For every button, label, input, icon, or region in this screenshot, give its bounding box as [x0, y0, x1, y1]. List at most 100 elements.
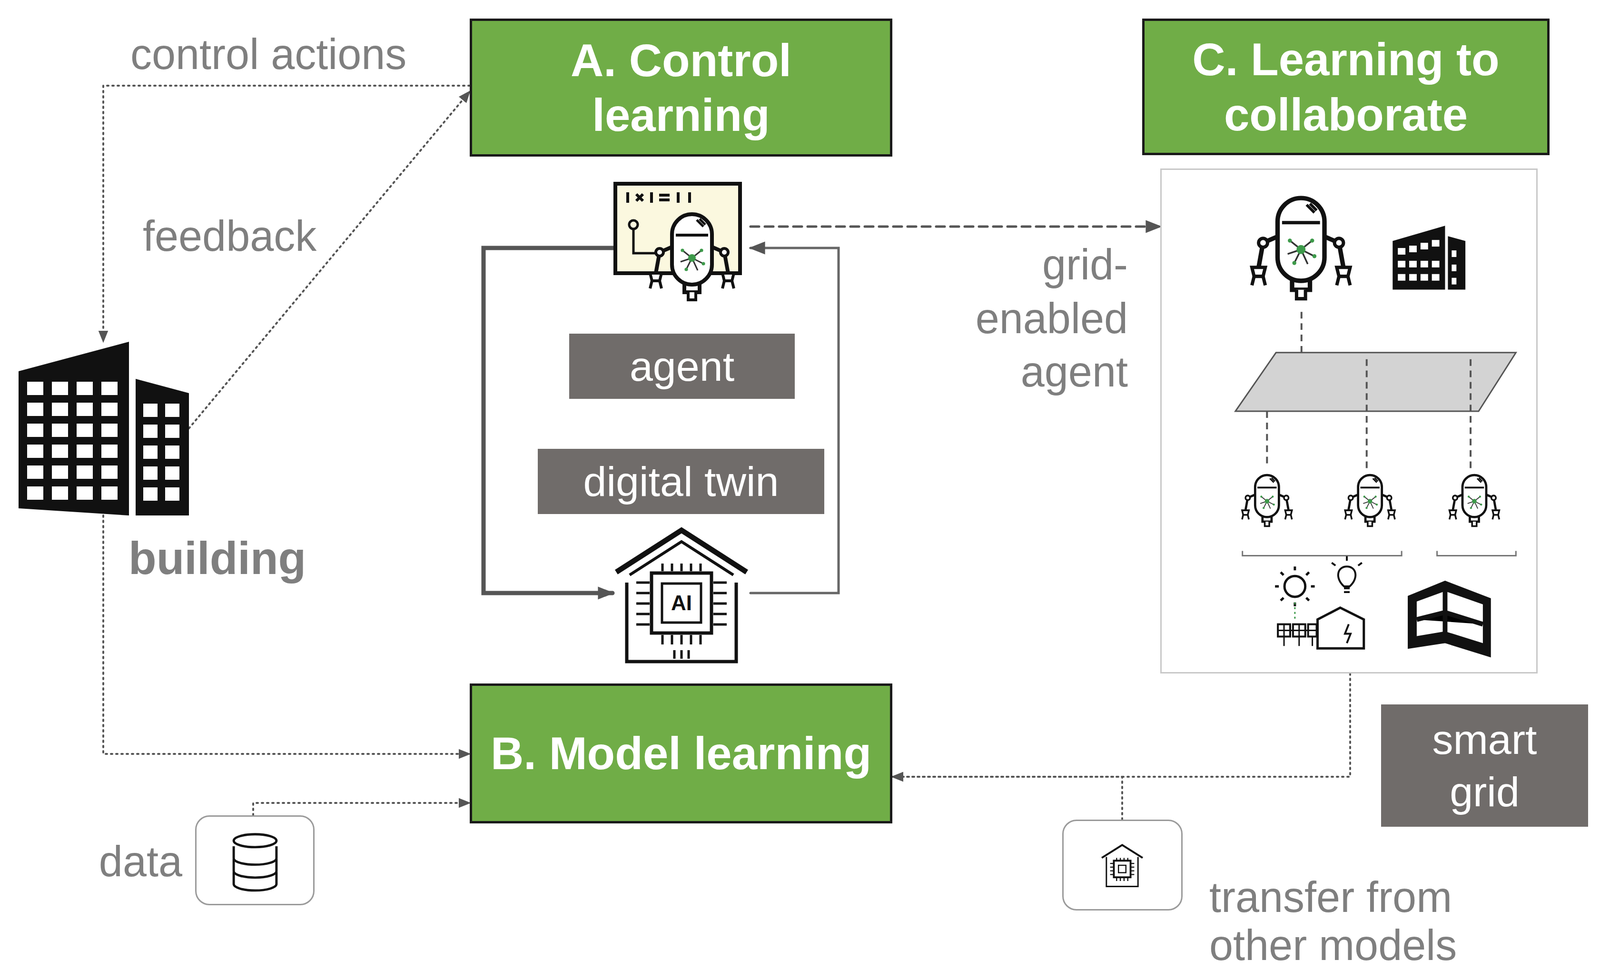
drawing-part [51, 444, 69, 458]
drawing-part [165, 445, 180, 459]
drawing-part [651, 572, 712, 633]
node-label: digital twin [537, 448, 825, 514]
drawing-part [1420, 274, 1429, 281]
drawing-part [1451, 277, 1457, 285]
drawing-part [143, 424, 158, 438]
drawing-part [1293, 602, 1296, 620]
drawing-part [1274, 566, 1315, 607]
drawing-part [165, 487, 180, 501]
drawing-part [1397, 260, 1406, 268]
drawing-part [51, 381, 69, 396]
node-label: C. Learning to collaborate [1144, 31, 1548, 142]
drawing-part [633, 228, 656, 254]
node-illustration [18, 341, 189, 516]
drawing-part [661, 583, 702, 623]
building-icon-node: building [18, 341, 189, 516]
drawing-part [27, 465, 44, 479]
drawing-part [1432, 274, 1440, 281]
node-label: B. Model learning [481, 725, 881, 781]
agent-node: agent [613, 181, 751, 315]
drawing-part [1252, 197, 1351, 299]
drawing-part [1338, 566, 1356, 587]
drawing-part [650, 214, 734, 300]
drawing-part [27, 381, 44, 396]
drawing-part [1344, 474, 1395, 526]
drawing-part [1432, 260, 1440, 268]
node-label: data [77, 816, 183, 907]
node-label: agent [569, 333, 795, 399]
process-box: C. Learning to collaborate [1142, 18, 1550, 156]
node-illustration [613, 181, 751, 315]
connector [103, 515, 470, 754]
drawing-part [1451, 250, 1457, 257]
drawing-part [1397, 274, 1406, 281]
drawing-part [51, 402, 69, 416]
node-label: smart grid [1381, 704, 1589, 827]
drawing-part [101, 381, 118, 396]
drawing-part [165, 403, 180, 417]
drawing-part [1432, 239, 1440, 247]
drawing-part [1317, 607, 1364, 649]
drawing-part [1420, 260, 1429, 268]
drawing-part [627, 192, 690, 203]
node-label: A. Control learning [472, 32, 890, 143]
drawing-part [233, 834, 277, 848]
drawing-part [1397, 247, 1406, 255]
drawing-part [101, 444, 118, 458]
node-illustration [196, 816, 314, 904]
drawing-part [1343, 588, 1350, 593]
drawing-part [1447, 236, 1466, 290]
drawing-part [1101, 844, 1143, 887]
chip-label: AI [661, 583, 702, 623]
drawing-part [1416, 591, 1483, 643]
drawing-part [51, 423, 69, 437]
drawing-part [101, 423, 118, 437]
drawing-part [1420, 242, 1429, 250]
drawing-part [27, 486, 44, 500]
drawing-part [1409, 245, 1417, 253]
drawing-part [51, 486, 69, 500]
drawing-part [1284, 575, 1306, 597]
drawing-part [165, 466, 180, 480]
node-label: building [128, 529, 376, 587]
edge-label: feedback [142, 209, 343, 264]
drawing-part [1277, 624, 1317, 647]
drawing-part [135, 378, 189, 516]
node-label: transfer from other models [1209, 873, 1514, 970]
drawing-part [76, 423, 93, 437]
drawing-part [1331, 555, 1363, 566]
process-box: B. Model learning [469, 683, 893, 824]
drawing-part [1397, 239, 1457, 285]
drawing-part [76, 465, 93, 479]
drawing-part [101, 486, 118, 500]
drawing-part [233, 834, 277, 891]
drawing-part [629, 220, 638, 229]
drawing-part [76, 444, 93, 458]
connector [892, 673, 1351, 777]
drawing-part [165, 424, 180, 438]
drawing-part [27, 402, 44, 416]
drawing-part [143, 487, 158, 501]
drawing-part [143, 466, 158, 480]
drawing-part [1242, 474, 1293, 526]
drawing-part [1235, 352, 1517, 412]
drawing-part [143, 445, 158, 459]
drawing-part [1451, 264, 1457, 272]
connector [892, 776, 1123, 820]
data-store: data [195, 815, 315, 906]
node-illustration [1161, 169, 1537, 672]
drawing-part [636, 563, 727, 645]
drawing-part [1392, 225, 1445, 290]
edge-label: control actions [130, 27, 464, 82]
drawing-part [674, 650, 689, 659]
drawing-part [1266, 359, 1471, 469]
node-illustration [1063, 820, 1182, 909]
drawing-part [1449, 474, 1500, 526]
process-box: A. Control learning [469, 18, 893, 157]
connector [103, 85, 470, 342]
drawing-part [1409, 274, 1417, 281]
model-source: transfer from other models [1062, 819, 1183, 911]
digital-twin-node: digital twinAI [612, 525, 751, 664]
drawing-part [51, 465, 69, 479]
